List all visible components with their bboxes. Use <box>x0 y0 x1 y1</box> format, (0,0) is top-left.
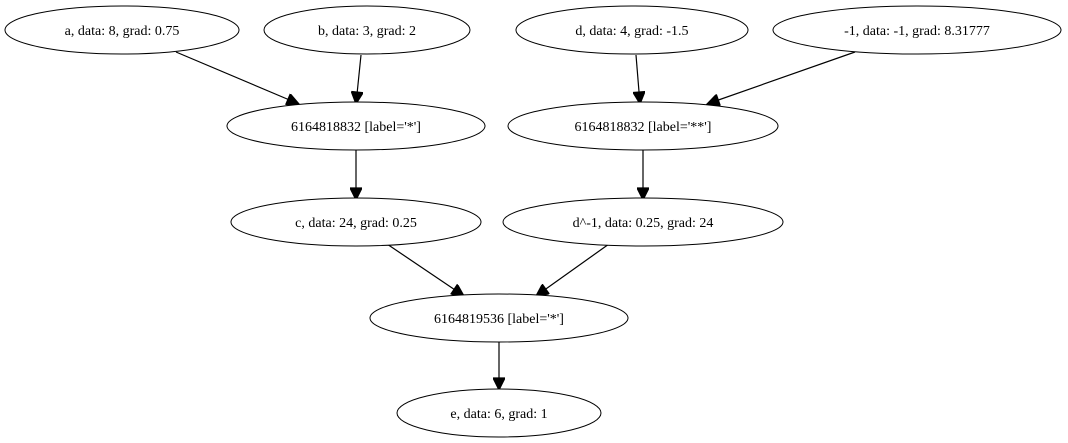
graph-node: d, data: 4, grad: -1.5 <box>515 5 749 55</box>
node-label: 6164819536 [label='*'] <box>434 312 564 327</box>
node-label: 6164818832 [label='**'] <box>575 120 712 135</box>
node-label: c, data: 24, grad: 0.25 <box>295 216 417 231</box>
node-label: b, data: 3, grad: 2 <box>318 24 416 39</box>
graph-node: e, data: 6, grad: 1 <box>396 388 602 438</box>
graph-node: -1, data: -1, grad: 8.31777 <box>772 5 1062 55</box>
graph-node: b, data: 3, grad: 2 <box>263 5 471 55</box>
graph-node: a, data: 8, grad: 0.75 <box>4 5 240 55</box>
nodes: a, data: 8, grad: 0.75 b, data: 3, grad:… <box>4 5 1062 438</box>
node-label: d, data: 4, grad: -1.5 <box>575 24 688 39</box>
node-label: d^-1, data: 0.25, grad: 24 <box>573 216 714 231</box>
edge-dinv-to-mul2 <box>536 243 610 296</box>
node-label: a, data: 8, grad: 0.75 <box>65 24 180 39</box>
graph-node: 6164818832 [label='**'] <box>507 101 779 151</box>
edge-a-to-mul1 <box>175 51 299 104</box>
node-label: 6164818832 [label='*'] <box>291 120 421 135</box>
edge-d-to-pow1 <box>636 54 640 104</box>
edge-b-to-mul1 <box>356 54 361 104</box>
graph-node: c, data: 24, grad: 0.25 <box>230 197 482 247</box>
node-label: -1, data: -1, grad: 8.31777 <box>844 24 990 39</box>
node-label: e, data: 6, grad: 1 <box>450 407 547 422</box>
graph-node: d^-1, data: 0.25, grad: 24 <box>502 197 784 247</box>
graph-node: 6164818832 [label='*'] <box>226 101 486 151</box>
edge-neg1-to-pow1 <box>707 51 856 104</box>
graph-node: 6164819536 [label='*'] <box>369 293 629 343</box>
edges <box>175 51 856 390</box>
edge-c-to-mul2 <box>386 243 464 296</box>
